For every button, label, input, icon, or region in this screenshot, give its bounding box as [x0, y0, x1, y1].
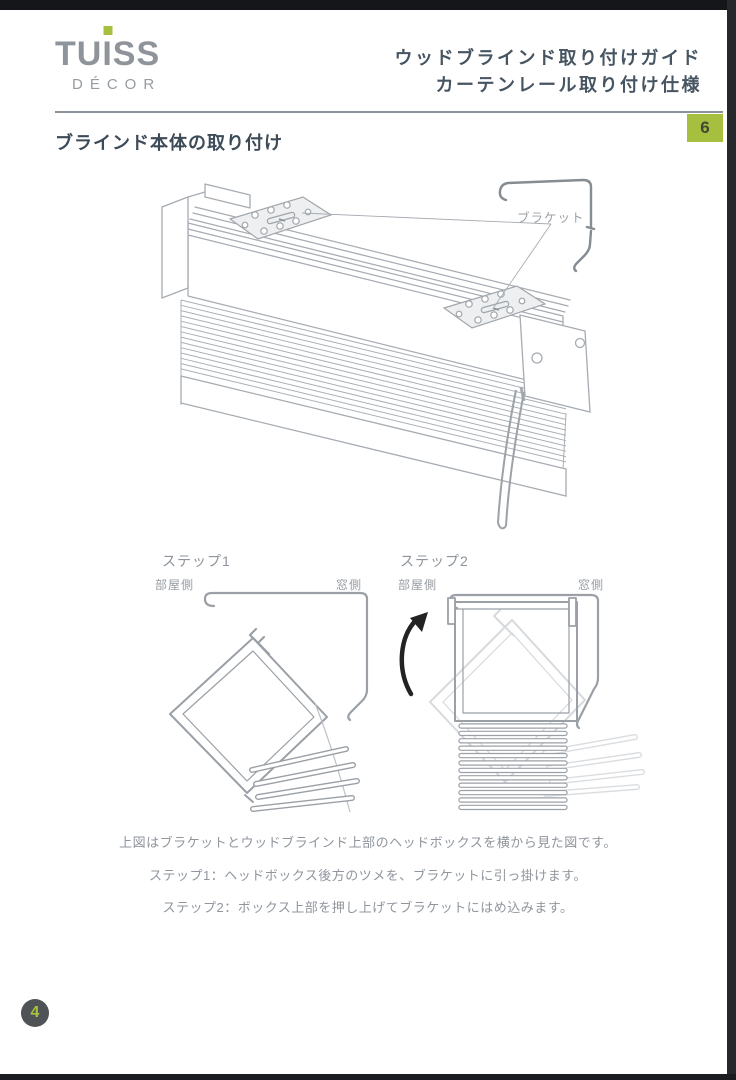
blind-isometric-drawing: ブラケット [161, 178, 596, 530]
bracket-profile-icon [498, 178, 596, 273]
caption-step1: ステップ1：ヘッドボックス後方のツメを、ブラケットに引っ掛けます。 [148, 868, 588, 883]
step1-window-side-label: 窓側 [336, 578, 363, 592]
step1-drawing [169, 591, 369, 813]
slat-stack [180, 299, 567, 471]
document-title-line2: カーテンレール取り付け仕様 [435, 75, 702, 95]
rotate-up-arrow-icon [399, 612, 428, 697]
step1-slat-fan [249, 746, 360, 812]
main-blind-diagram: ブラケット [140, 165, 610, 555]
document-title: ウッドブラインド取り付けガイド カーテンレール取り付け仕様 [395, 45, 703, 99]
caption-step2: ステップ2：ボックス上部を押し上げてブラケットにはめ込みます。 [162, 900, 574, 915]
step2-window-side-label: 窓側 [578, 578, 605, 592]
header-divider [55, 111, 723, 113]
page-number-badge: 4 [21, 999, 49, 1027]
step2-drawing [399, 593, 645, 811]
brand-logo-subtitle: DÉCOR [72, 76, 162, 93]
rear-claw-icon [568, 597, 577, 627]
logo-part-i: I [102, 26, 113, 74]
bracket-plate-1 [228, 196, 333, 240]
viewer-top-bar [0, 0, 736, 10]
step1-tilted-headbox [169, 627, 328, 803]
front-claw-icon [447, 597, 456, 625]
bracket-leader-lines [301, 212, 552, 308]
viewer-right-bar [727, 0, 736, 1080]
logo-part-ss: SS [112, 35, 161, 73]
logo-i-glyph: I [102, 35, 113, 73]
step2-title: ステップ2 [400, 553, 469, 569]
step2-diagram [395, 590, 645, 835]
caption-overview: 上図はブラケットとウッドブラインド上部のヘッドボックスを横から見た図です。 [119, 835, 617, 850]
section-number-badge: 6 [687, 114, 723, 142]
bracket-label: ブラケット [517, 210, 585, 225]
step2-slat-stack [458, 723, 568, 811]
step1-room-side-label: 部屋側 [155, 578, 195, 592]
viewer-bottom-bar [0, 1074, 736, 1080]
logo-part-tu: TU [55, 35, 103, 73]
step2-room-side-label: 部屋側 [398, 578, 438, 592]
step2-ghost-position [429, 609, 645, 797]
bottom-rail [180, 375, 567, 497]
end-cap [519, 314, 591, 413]
step1-title: ステップ1 [162, 553, 231, 569]
step2-upright-headbox [447, 597, 578, 722]
document-title-line1: ウッドブラインド取り付けガイド [394, 48, 702, 68]
logo-green-dot-icon [103, 26, 113, 35]
cord-loop [497, 389, 525, 530]
page-title: ブラインド本体の取り付け [55, 133, 283, 153]
headbox-group [161, 183, 571, 390]
step1-bracket-profile [203, 591, 369, 722]
step1-diagram [150, 590, 400, 835]
